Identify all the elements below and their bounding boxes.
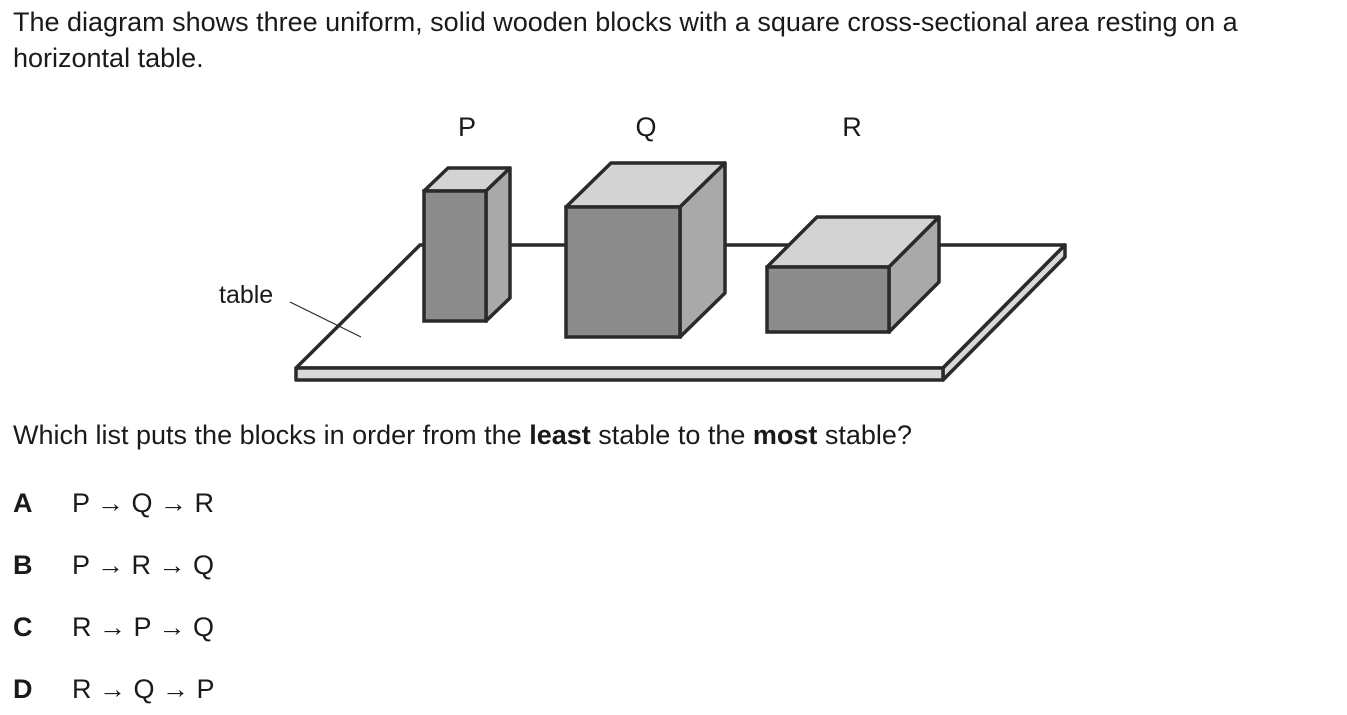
block-q [564, 161, 727, 339]
block-p [422, 166, 512, 323]
table-leader-line [289, 301, 362, 338]
option-c-text: R → P → Q [72, 612, 215, 642]
label-q: Q [635, 112, 656, 142]
option-b-letter: B [13, 550, 33, 580]
option-d[interactable]: D R → Q → P [13, 671, 215, 707]
label-r: R [842, 112, 862, 142]
block-q-front [564, 205, 682, 339]
block-r [765, 215, 941, 334]
question-emphasis-least: least [529, 420, 591, 450]
question-prompt: Which list puts the blocks in order from… [13, 417, 912, 453]
option-c[interactable]: C R → P → Q [13, 609, 214, 645]
option-d-text: R → Q → P [72, 674, 215, 704]
option-a-letter: A [13, 488, 33, 518]
block-p-side [484, 166, 512, 323]
question-stem: The diagram shows three uniform, solid w… [13, 7, 1238, 73]
question-part-3: stable? [817, 420, 912, 450]
option-b[interactable]: B P → R → Q [13, 547, 214, 583]
label-p: P [458, 112, 476, 142]
option-a[interactable]: A P → Q → R [13, 485, 214, 521]
option-c-letter: C [13, 612, 33, 642]
option-a-text: P → Q → R [72, 488, 215, 518]
block-p-front [422, 189, 488, 323]
block-r-front [765, 265, 891, 334]
question-part-2: stable to the [590, 420, 753, 450]
label-table: table [219, 281, 273, 309]
question-emphasis-most: most [752, 420, 818, 450]
option-b-text: P → R → Q [72, 550, 215, 580]
option-d-letter: D [13, 674, 33, 704]
question-part-1: Which list puts the blocks in order from… [13, 420, 530, 450]
table-front [294, 366, 945, 382]
